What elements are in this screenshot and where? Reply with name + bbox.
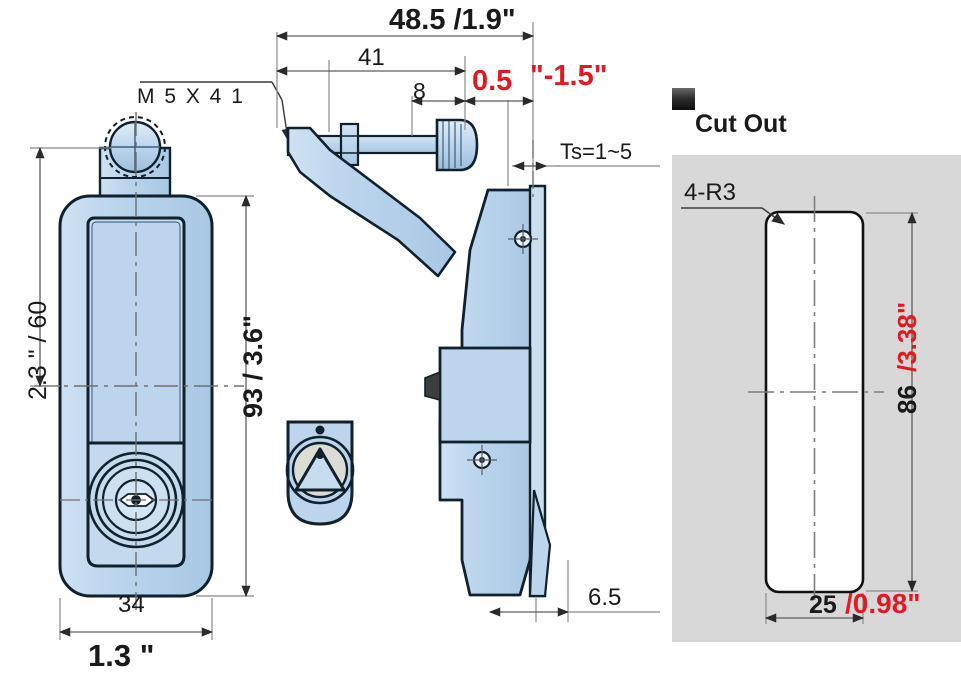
side-view-dim-8: 8 — [413, 78, 426, 104]
side-view-bottom-dim: 6.5 — [588, 584, 622, 611]
side-view-assembly — [275, 22, 660, 622]
front-view-handle — [30, 81, 292, 640]
front-view-width-dim-inch: 1.3 " — [88, 638, 155, 673]
cutout-corner-radius-note: 4-R3 — [684, 179, 737, 206]
front-view-height-dim: 93 / 3.6" — [238, 315, 268, 418]
cutout-width-dim-mm: 25 — [809, 591, 837, 619]
triangle-insert-detail — [285, 420, 355, 526]
side-view-grip-range-suffix: "-1.5" — [530, 60, 608, 92]
cutout-panel — [672, 88, 961, 642]
front-view-top-offset-dim: 2.3 " / 60 — [24, 300, 52, 400]
cutout-height-dim-mm: 86 — [892, 385, 922, 414]
front-view-thread-callout: M 5 X 4 1 — [137, 85, 245, 108]
side-view-grip-range-value: 0.5 — [472, 65, 513, 97]
side-view-panel-thickness-note: Ts=1~5 — [560, 139, 633, 164]
cutout-title: Cut Out — [695, 110, 787, 138]
front-view-width-dim-mm: 34 — [118, 591, 145, 618]
side-view-dim-41: 41 — [358, 44, 385, 71]
cutout-width-dim-inch: /0.98" — [845, 588, 921, 619]
cutout-height-dim-inch: /3.38" — [892, 301, 922, 372]
side-view-total-dim: 48.5 /1.9" — [389, 4, 516, 36]
